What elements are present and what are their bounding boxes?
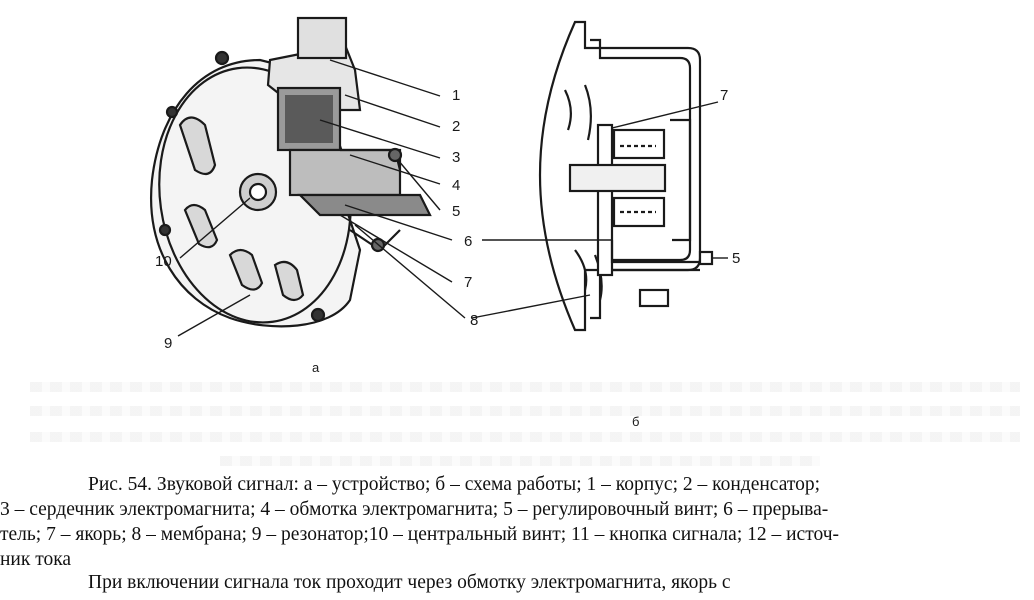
caption-line-2: 3 – сердечник электромагнита; 4 – обмотк…: [0, 499, 829, 520]
callouts-b: 7 5 8 б: [632, 87, 740, 429]
central-screw: [248, 182, 268, 202]
core: [288, 148, 402, 197]
callout-2: 2: [452, 118, 460, 135]
body-text-next-line: При включении сигнала ток проходит через…: [88, 572, 731, 593]
operating-diagram: [538, 20, 714, 332]
diagram-membrane-lower: [574, 249, 603, 301]
diagram-core: [568, 163, 667, 193]
diagram-armature: [596, 123, 614, 277]
rivet: [310, 307, 326, 323]
diagram-bottom-tab: [638, 288, 670, 308]
sublabel-a: а: [312, 360, 320, 375]
diagram-membrane: [564, 84, 592, 141]
adjusting-screw: [387, 147, 403, 163]
coil-winding: [285, 95, 333, 143]
callout-5: 5: [452, 203, 460, 220]
callout-10: 10: [155, 253, 172, 270]
leader-lines-a: [177, 59, 466, 337]
disk-slot: [183, 203, 219, 249]
callout-3: 3: [452, 149, 460, 166]
disk-slot: [273, 260, 305, 302]
bleed-through-line: [30, 432, 1020, 442]
diagram-yoke: [670, 118, 692, 242]
diagram-interrupter: [610, 240, 700, 272]
diagram-adjusting-screw: [698, 250, 714, 266]
horn-cutaway-drawing: [150, 16, 432, 328]
diagram-coil-top: [612, 128, 666, 160]
leader-lines-b: [471, 101, 728, 319]
caption-line-3: тель; 7 – якорь; 8 – мембрана; 9 – резон…: [0, 524, 840, 545]
rivet: [158, 223, 172, 237]
callout-7: 7: [464, 274, 472, 291]
sublabel-b: б: [632, 414, 639, 429]
diagram-coil-bottom: [612, 196, 666, 228]
bleed-through-line: [30, 406, 1020, 416]
diagram-callout-7: 7: [720, 87, 728, 104]
callout-4: 4: [452, 177, 460, 194]
diagram-coil-hatching: [620, 144, 656, 214]
diagram-housing-outer: [538, 20, 702, 332]
callout-6: 6: [464, 233, 472, 250]
horn-figure: 1 2 3 4 5 6 7 8 9 10 а: [150, 16, 740, 429]
callout-9: 9: [164, 335, 172, 352]
callouts-a: 1 2 3 4 5 6 7 8 9 10 а: [155, 87, 478, 375]
rivet: [165, 105, 179, 119]
disk-slot: [178, 116, 217, 176]
callout-8: 8: [470, 312, 478, 329]
disk-slot: [228, 248, 264, 291]
bleed-through-line: [220, 456, 820, 466]
diagram-callout-5: 5: [732, 250, 740, 267]
interrupter: [297, 193, 432, 217]
figure-caption: Рис. 54. Звуковой сигнал: а – устройство…: [0, 472, 1034, 572]
callout-1: 1: [452, 87, 460, 104]
bleed-through-line: [30, 382, 1020, 392]
caption-line-1: Рис. 54. Звуковой сигнал: а – устройство…: [88, 474, 821, 495]
caption-line-4: ник тока: [0, 549, 72, 570]
mounting-bracket: [296, 16, 348, 60]
rivet: [214, 50, 230, 66]
